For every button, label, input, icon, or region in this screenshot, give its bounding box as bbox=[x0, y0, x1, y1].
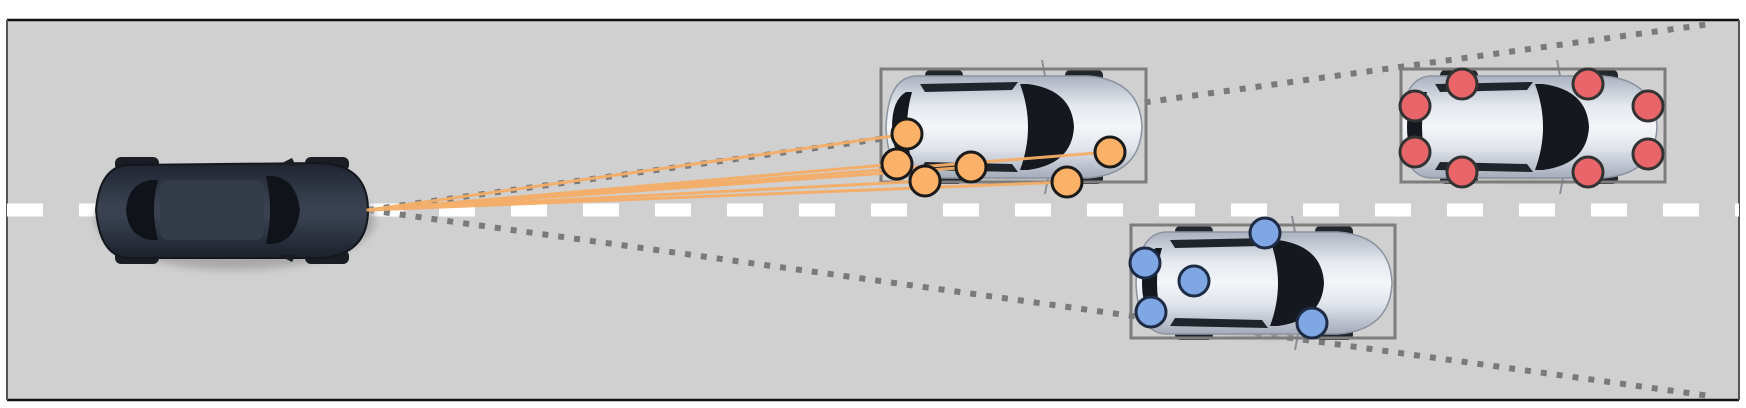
circle-marker-icon bbox=[1177, 264, 1211, 298]
ego-mirror-right bbox=[278, 254, 296, 262]
circle-marker-icon bbox=[1134, 295, 1168, 329]
circle-marker-icon bbox=[880, 147, 914, 181]
bounding-box-red-vehicle bbox=[1399, 67, 1667, 184]
circle-marker-icon bbox=[1295, 306, 1329, 340]
circle-marker-icon bbox=[1398, 135, 1432, 169]
detection-points-blue bbox=[1128, 216, 1329, 340]
circle-marker-icon bbox=[1631, 89, 1665, 123]
target-body bbox=[1400, 75, 1658, 179]
target-side-window-bottom bbox=[1170, 318, 1268, 328]
circle-marker-icon bbox=[1093, 135, 1127, 169]
detection-points-red bbox=[1398, 67, 1665, 189]
circle-marker-icon bbox=[954, 150, 988, 184]
circle-marker-icon bbox=[1631, 137, 1665, 171]
target-vehicle-red bbox=[1400, 59, 1658, 195]
ego-windshield bbox=[266, 176, 300, 244]
target-body bbox=[885, 75, 1143, 179]
fov-boundary-lower bbox=[367, 207, 1711, 399]
target-windshield bbox=[1535, 84, 1589, 170]
target-side-window-top bbox=[1170, 238, 1268, 248]
target-windshield bbox=[1270, 240, 1324, 326]
circle-marker-icon bbox=[1571, 67, 1605, 101]
sensor-rays bbox=[366, 132, 1112, 212]
ego-vehicle bbox=[94, 157, 375, 270]
circle-marker-icon bbox=[1398, 89, 1432, 123]
circle-marker-icon bbox=[908, 164, 942, 198]
circle-marker-icon bbox=[1128, 246, 1162, 280]
target-windshield bbox=[1020, 84, 1074, 170]
target-side-window-top bbox=[920, 82, 1018, 92]
circle-marker-icon bbox=[1050, 165, 1084, 199]
circle-marker-icon bbox=[890, 117, 924, 151]
ego-roof bbox=[160, 180, 264, 240]
sensor-ray bbox=[366, 180, 1069, 212]
detection-points-orange bbox=[880, 117, 1127, 199]
sensor-ray bbox=[366, 132, 909, 212]
ego-rear-window bbox=[126, 180, 158, 240]
ego-mirror-left bbox=[278, 158, 296, 166]
circle-marker-icon bbox=[1445, 67, 1479, 101]
circle-marker-icon bbox=[1445, 155, 1479, 189]
bounding-box-orange-vehicle bbox=[879, 67, 1148, 184]
circle-marker-icon bbox=[1248, 216, 1282, 250]
target-vehicle-blue bbox=[1135, 215, 1393, 351]
circle-marker-icon bbox=[1571, 155, 1605, 189]
